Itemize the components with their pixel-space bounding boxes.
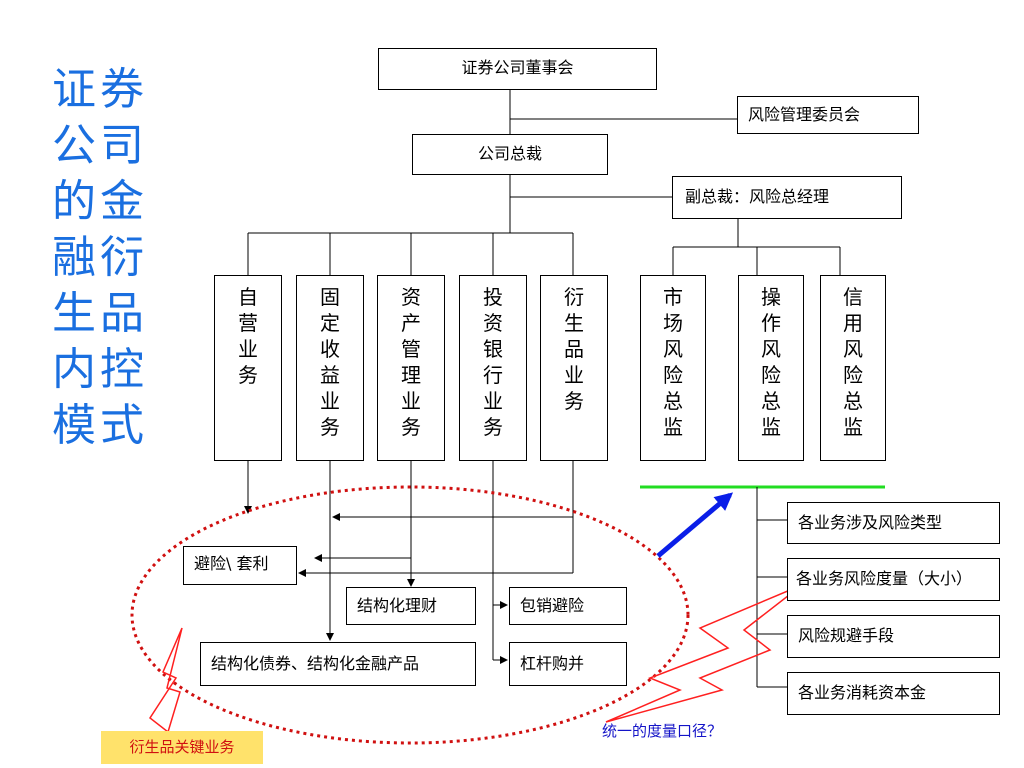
- key-business-tag: 衍生品关键业务: [101, 731, 263, 764]
- business-col-asset-mgmt: 资产 管理 业务: [377, 275, 445, 461]
- unified-measure-question: 统一的度量口径？: [602, 722, 723, 740]
- business-col-fixed-income: 固定 收益 业务: [296, 275, 364, 461]
- risk-committee-box: 风险管理委员会: [737, 96, 919, 134]
- vp-risk-box: 副总裁：风险总经理: [672, 176, 902, 219]
- risk-item-measurement: 各业务风险度量（大小）: [787, 558, 1000, 601]
- leveraged-buyout-box: 杠杆购并: [509, 642, 627, 686]
- business-col-investment-banking: 投资 银行 业务: [459, 275, 527, 461]
- risk-col-credit: 信用 风险 总监: [820, 275, 886, 461]
- business-col-proprietary: 自营 业务: [214, 275, 282, 461]
- page-title: 证券 公司 的金 融衍 生品 内控 模式: [52, 64, 148, 451]
- key-business-ellipse: [130, 485, 690, 745]
- risk-item-avoidance: 风险规避手段: [787, 615, 1000, 658]
- structured-bonds-box: 结构化债券、结构化金融产品: [200, 642, 476, 686]
- left-lightning-bolt: [148, 627, 183, 734]
- underwriting-hedge-box: 包销避险: [509, 587, 627, 625]
- hedge-arbitrage-box: 避险\ 套利: [183, 546, 297, 585]
- risk-items-bracket: [756, 487, 787, 688]
- big-blue-arrow: [656, 492, 734, 558]
- structured-wealth-box: 结构化理财: [346, 587, 476, 625]
- risk-item-capital: 各业务消耗资本金: [787, 672, 1000, 715]
- right-lightning-bolt: [605, 584, 803, 723]
- risk-col-market: 市场 风险 总监: [640, 275, 706, 461]
- business-col-derivatives: 衍生 品业 务: [540, 275, 608, 461]
- president-box: 公司总裁: [412, 134, 608, 175]
- risk-col-operational: 操作 风险 总监: [738, 275, 804, 461]
- hierarchy-connectors: [247, 90, 841, 275]
- board-box: 证券公司董事会: [378, 48, 657, 90]
- risk-item-types: 各业务涉及风险类型: [787, 502, 1000, 544]
